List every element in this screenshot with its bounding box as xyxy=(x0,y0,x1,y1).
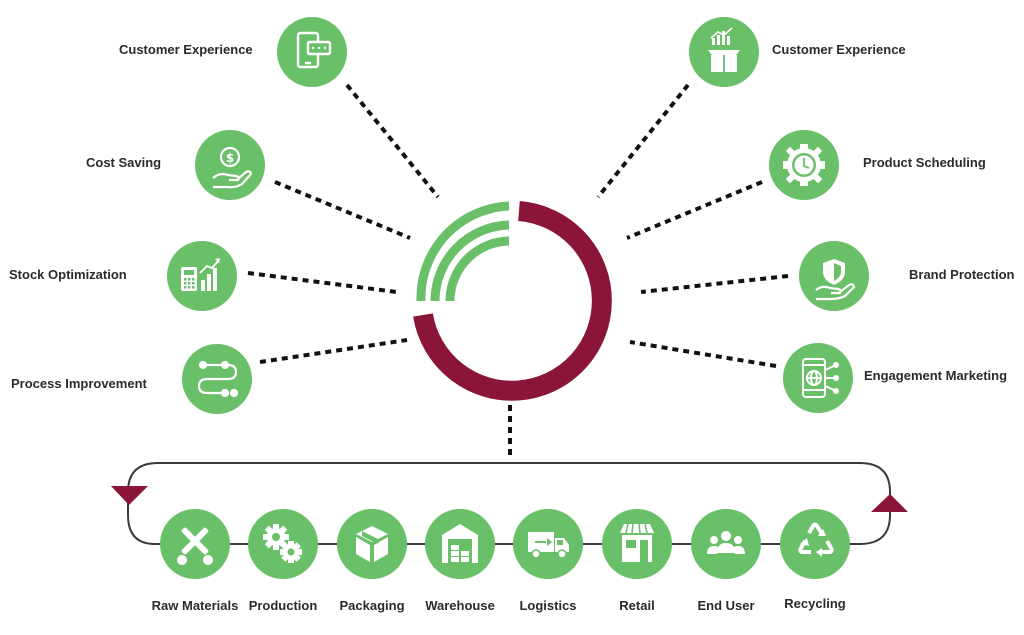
label-logistics: Logistics xyxy=(519,598,577,613)
arrow-down-marker xyxy=(111,486,148,505)
label-packaging: Packaging xyxy=(339,598,405,613)
label-process-improvement: Process Improvement xyxy=(11,376,147,391)
connector-right-1 xyxy=(596,83,690,199)
connector-right-3 xyxy=(640,274,789,294)
connectors xyxy=(247,83,789,455)
hub-maroon-ring xyxy=(413,201,612,401)
label-engagement-marketing: Engagement Marketing xyxy=(864,368,1008,383)
stage-circle-end-user xyxy=(691,509,761,579)
icon-circle-stock-optimization xyxy=(167,241,237,311)
dollar-hand-icon: $ xyxy=(212,146,253,189)
hub-green-arc-outer xyxy=(416,201,510,302)
label-right-customer-experience: Customer Experience xyxy=(772,42,906,57)
central-hub xyxy=(413,201,612,401)
store-icon xyxy=(620,523,654,562)
connector-right-2 xyxy=(626,180,763,240)
shield-hand-icon xyxy=(815,259,856,301)
mobile-network-icon xyxy=(802,358,839,398)
connector-left-1 xyxy=(345,83,440,199)
icon-circle-product-scheduling xyxy=(769,130,839,200)
connector-left-4 xyxy=(259,338,408,364)
icon-circle-customer-experience-right xyxy=(689,17,759,87)
label-recycling: Recycling xyxy=(784,596,846,611)
label-product-scheduling: Product Scheduling xyxy=(863,155,986,170)
mobile-chat-icon xyxy=(296,31,332,69)
label-end-user: End User xyxy=(697,598,755,613)
connector-right-4 xyxy=(629,340,777,368)
connector-left-2 xyxy=(274,180,411,240)
label-stock-optimization: Stock Optimization xyxy=(9,267,127,282)
stage-circle-production xyxy=(248,509,318,579)
icon-circle-cost-saving: $ xyxy=(195,130,265,200)
svg-text:$: $ xyxy=(226,151,234,165)
label-retail: Retail xyxy=(619,598,655,613)
label-production: Production xyxy=(248,598,318,613)
label-warehouse: Warehouse xyxy=(425,598,495,613)
process-flow-icon xyxy=(197,360,239,398)
recycle-icon xyxy=(798,522,834,557)
icon-circle-customer-experience-left xyxy=(277,17,347,87)
stage-circle-retail xyxy=(602,509,672,579)
label-brand-protection: Brand Protection xyxy=(909,267,1015,282)
hub-green-arc-middle xyxy=(430,220,510,302)
stage-circle-logistics xyxy=(513,509,583,579)
stage-circle-packaging xyxy=(337,509,407,579)
box-chart-icon xyxy=(708,27,740,72)
icon-circle-engagement-marketing xyxy=(783,343,853,413)
stage-circle-raw-materials xyxy=(160,509,230,579)
arrow-up-marker xyxy=(871,494,908,512)
label-cost-saving: Cost Saving xyxy=(86,155,162,170)
calculator-chart-icon xyxy=(181,258,220,291)
gears-icon xyxy=(263,524,302,563)
tools-icon xyxy=(177,527,213,565)
gear-clock-icon xyxy=(783,144,825,186)
icon-circle-brand-protection xyxy=(799,241,869,311)
hub-green-arc-inner xyxy=(445,236,510,302)
stage-circle-warehouse xyxy=(425,509,495,579)
stage-circle-recycling xyxy=(780,509,850,579)
truck-icon xyxy=(528,532,569,559)
label-raw-materials: Raw Materials xyxy=(151,598,239,613)
label-left-customer-experience: Customer Experience xyxy=(119,42,253,57)
users-icon xyxy=(707,531,745,554)
icon-circle-process-improvement xyxy=(182,344,252,414)
package-icon xyxy=(356,526,388,562)
cycle-loop xyxy=(127,462,891,545)
connector-left-3 xyxy=(247,271,398,294)
warehouse-icon xyxy=(442,524,478,563)
